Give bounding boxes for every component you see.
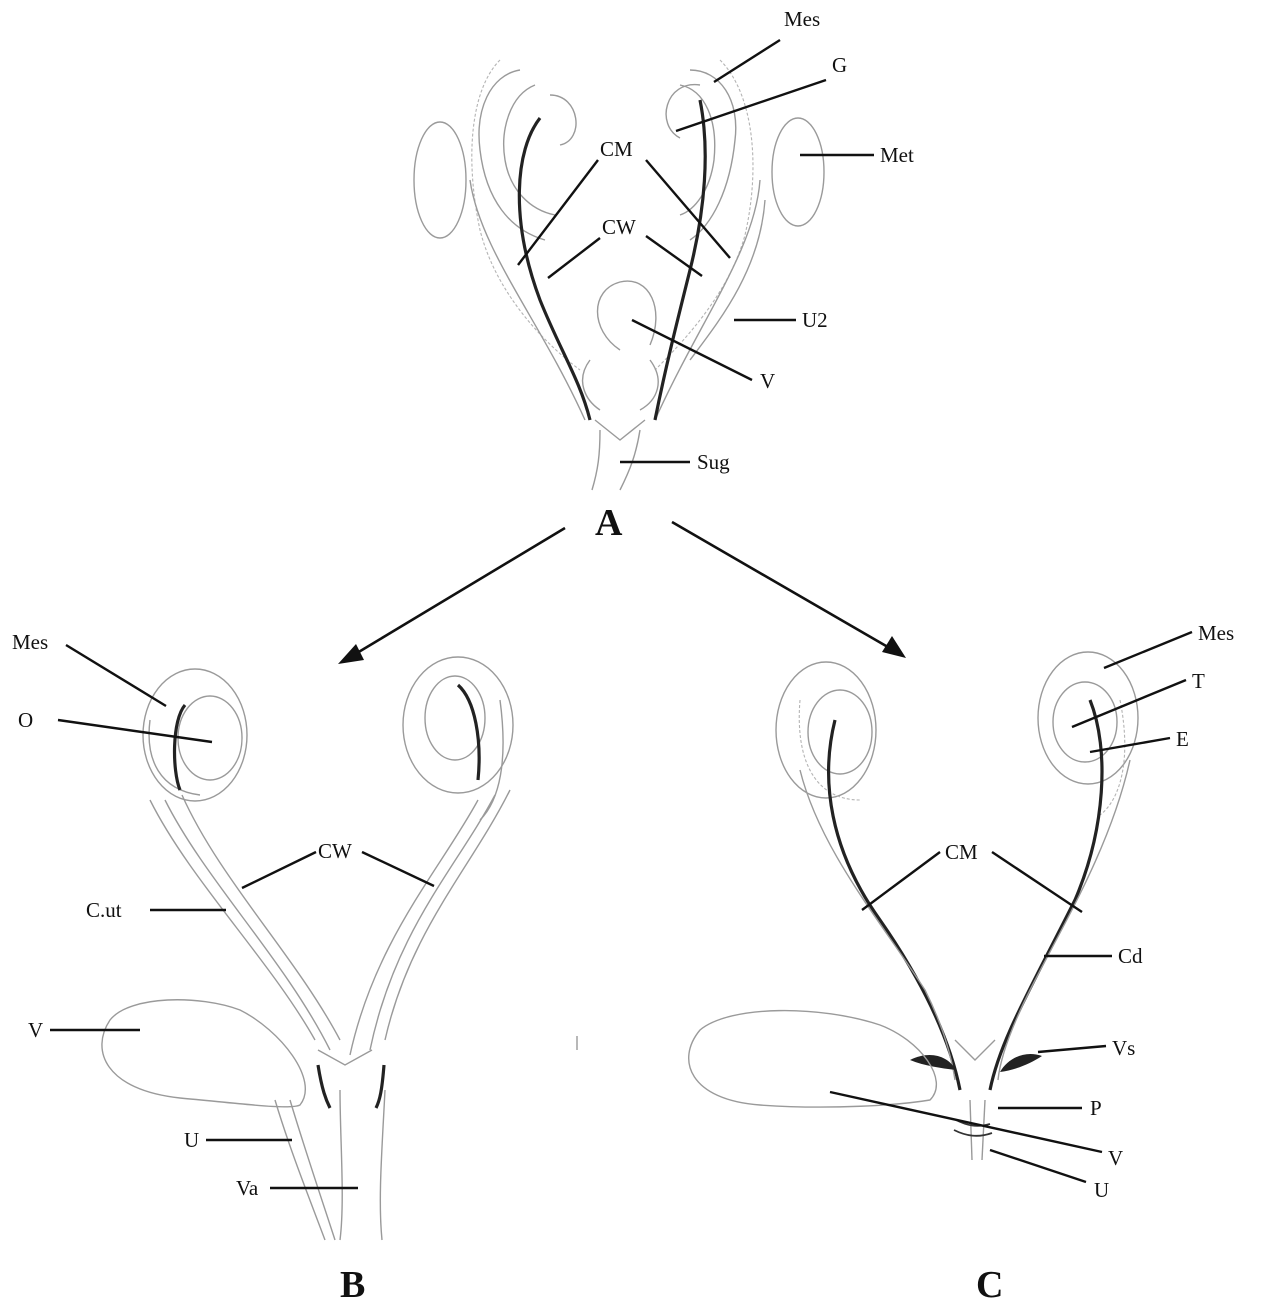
label-b-v: V — [28, 1018, 43, 1042]
panel-c-left-mesonephros — [776, 662, 876, 798]
panel-b-vagina — [340, 1090, 342, 1240]
label-a-u2: U2 — [802, 308, 828, 332]
panel-c-left-testis — [808, 690, 872, 774]
panel-c-left-duct — [829, 720, 960, 1090]
panel-b-right-mesonephros — [403, 657, 513, 793]
panel-b-left-uterine-horn — [150, 800, 315, 1040]
panel-a-left-mesonephros — [479, 70, 545, 240]
panel-c-left-seminal-vesicle — [910, 1055, 956, 1070]
label-a-cm: CM — [600, 137, 633, 161]
panel-c-right-seminal-vesicle — [1000, 1054, 1042, 1072]
label-a-g: G — [832, 53, 847, 77]
panel-c-letter: C — [976, 1264, 1003, 1303]
panel-a-letter: A — [595, 502, 623, 544]
arrow-to-b — [352, 528, 565, 656]
panel-a-right-metanephros — [772, 118, 824, 226]
panel-b-right-uterine-horn — [385, 790, 510, 1040]
label-c-vs: Vs — [1112, 1036, 1135, 1060]
panel-a-left-metanephros — [414, 122, 466, 238]
panel-a-urogenital-sinus — [592, 430, 600, 490]
label-b-o: O — [18, 708, 33, 732]
panel-c-right-duct — [990, 700, 1102, 1090]
label-a-mes: Mes — [784, 7, 820, 31]
label-c-e: E — [1176, 727, 1189, 751]
label-c-p: P — [1090, 1096, 1102, 1120]
arrow-to-c — [672, 522, 893, 650]
label-a-met: Met — [880, 143, 914, 167]
label-b-cut: C.ut — [86, 898, 122, 922]
panel-c-labels: Mes T E CM Cd Vs P V U C — [945, 621, 1234, 1303]
label-c-mes: Mes — [1198, 621, 1234, 645]
label-b-u: U — [184, 1128, 199, 1152]
label-b-va: Va — [236, 1176, 259, 1200]
panel-a-right-mesonephros — [690, 70, 736, 240]
label-a-v: V — [760, 369, 775, 393]
label-c-t: T — [1192, 669, 1205, 693]
panel-a-left-mullerian-duct — [519, 118, 590, 420]
label-c-u: U — [1094, 1178, 1109, 1202]
panel-b-urethra — [275, 1100, 325, 1240]
panel-c-drawing — [689, 652, 1138, 1160]
label-a-cw: CW — [602, 215, 636, 239]
panel-b-drawing — [102, 657, 513, 1240]
label-c-cm: CM — [945, 840, 978, 864]
panel-b-labels: Mes O CW C.ut V U Va B — [12, 630, 365, 1303]
label-c-v: V — [1108, 1146, 1123, 1170]
label-b-mes: Mes — [12, 630, 48, 654]
panel-b-bladder — [102, 1000, 305, 1107]
panel-a-drawing — [414, 60, 824, 490]
label-b-cw: CW — [318, 839, 352, 863]
label-c-cd: Cd — [1118, 944, 1143, 968]
panel-a-bladder — [598, 281, 656, 350]
label-a-sug: Sug — [697, 450, 730, 474]
panel-c-urethra — [970, 1100, 972, 1160]
panel-b-letter: B — [340, 1264, 365, 1303]
panel-c-bladder — [689, 1011, 937, 1107]
panel-a-labels: Mes G CM Met CW U2 V Sug A — [595, 7, 914, 544]
